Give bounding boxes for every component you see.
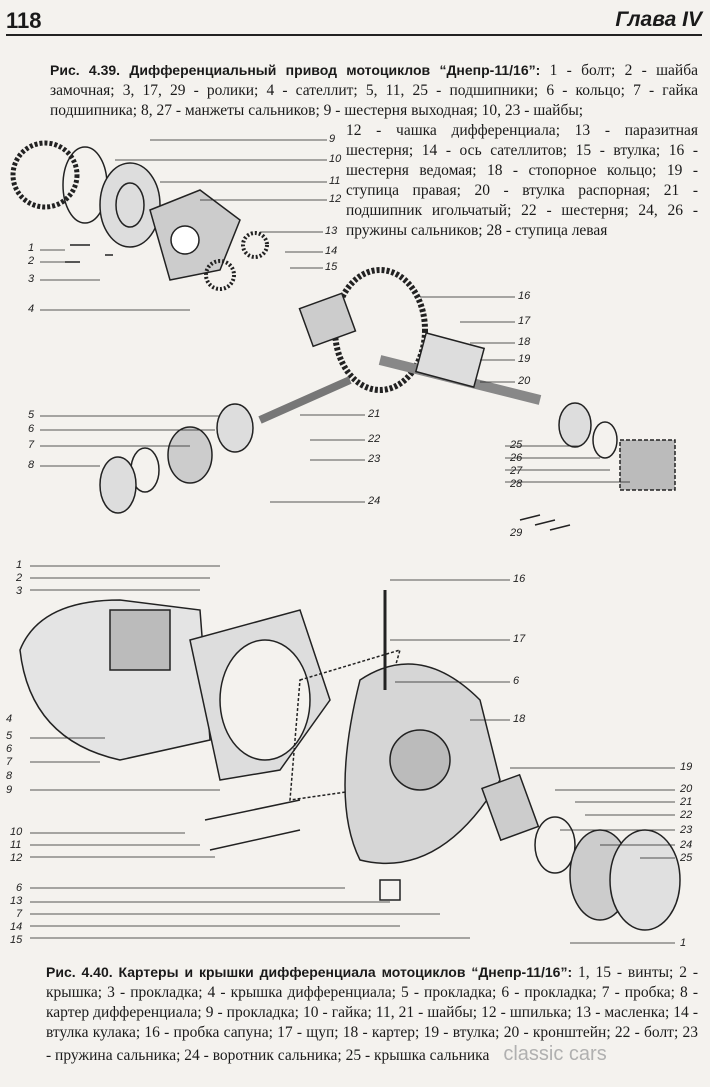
callout-15: 15 — [10, 934, 23, 946]
callout-10: 10 — [329, 153, 342, 165]
callout-16: 16 — [518, 290, 531, 302]
callout-10: 10 — [10, 826, 23, 838]
callout-6: 6 — [28, 423, 35, 435]
callout-27: 27 — [510, 465, 523, 477]
callout-6b: 6 — [16, 882, 23, 894]
callout-7: 7 — [6, 756, 13, 768]
callout-23: 23 — [680, 824, 693, 836]
callout-13: 13 — [325, 225, 338, 237]
callout-29: 29 — [510, 527, 523, 539]
callout-19: 19 — [518, 353, 531, 365]
figure-1-caption-text: 1 - болт; 2 - шайба замочная; 3, 17, 29 … — [50, 62, 698, 119]
callout-5: 5 — [6, 730, 13, 742]
callout-3: 3 — [16, 585, 23, 597]
callout-7b: 7 — [16, 908, 23, 920]
callout-1: 1 — [28, 242, 35, 254]
figure-1-caption: Рис. 4.39. Дифференциальный привод мотоц… — [50, 60, 698, 121]
callout-5: 5 — [28, 409, 35, 421]
callout-7: 7 — [28, 439, 35, 451]
figure-1-caption-block: Рис. 4.39. Дифференциальный привод мотоц… — [50, 60, 698, 241]
callout-22: 22 — [680, 809, 693, 821]
callout-24: 24 — [680, 839, 693, 851]
callout-16: 16 — [513, 573, 526, 585]
callout-18: 18 — [518, 336, 531, 348]
callout-6c: 6 — [513, 675, 520, 687]
callout-20: 20 — [518, 375, 531, 387]
callout-4: 4 — [28, 303, 35, 315]
callout-19: 19 — [680, 761, 693, 773]
page-header: 118 Глава IV — [6, 8, 702, 36]
page-number: 118 — [6, 8, 42, 33]
callout-25: 25 — [680, 852, 693, 864]
callout-13: 13 — [10, 895, 23, 907]
callout-4: 4 — [6, 713, 13, 725]
figure-1-caption-continued: 12 - чашка дифференциала; 13 - паразитна… — [346, 122, 698, 239]
callout-1: 1 — [16, 559, 23, 571]
callout-21: 21 — [368, 408, 381, 420]
callout-12: 12 — [10, 852, 23, 864]
callout-22: 22 — [368, 433, 381, 445]
callout-11: 11 — [329, 175, 341, 187]
callout-14: 14 — [10, 921, 23, 933]
callout-28: 28 — [510, 478, 523, 490]
figure-2-drawing — [19, 565, 681, 944]
callout-15: 15 — [325, 261, 338, 273]
callout-9: 9 — [6, 784, 13, 796]
callout-8: 8 — [6, 770, 13, 782]
callout-25: 25 — [510, 439, 523, 451]
figure-2-caption: Рис. 4.40. Картеры и крышки дифференциал… — [46, 962, 698, 1066]
watermark: classic cars — [503, 1043, 607, 1065]
callout-11: 11 — [10, 839, 22, 851]
callout-21: 21 — [680, 796, 693, 808]
callout-17: 17 — [513, 633, 526, 645]
callout-17: 17 — [518, 315, 531, 327]
callout-3: 3 — [28, 273, 35, 285]
figure-2-caption-text: 1, 15 - винты; 2 - крышка; 3 - прокладка… — [46, 964, 698, 1064]
callout-1b: 1 — [680, 937, 687, 949]
callout-23: 23 — [368, 453, 381, 465]
callout-9: 9 — [329, 133, 336, 145]
callout-18: 18 — [513, 713, 526, 725]
callout-14: 14 — [325, 245, 338, 257]
chapter-title: Глава IV — [615, 8, 702, 31]
callout-6: 6 — [6, 743, 13, 755]
callout-2: 2 — [16, 572, 23, 584]
callout-8: 8 — [28, 459, 35, 471]
callout-26: 26 — [510, 452, 523, 464]
figure-2-caption-title: Рис. 4.40. Картеры и крышки дифференциал… — [46, 964, 573, 980]
callout-2: 2 — [28, 255, 35, 267]
callout-20: 20 — [680, 783, 693, 795]
callout-12: 12 — [329, 193, 342, 205]
figure-1-caption-title: Рис. 4.39. Дифференциальный привод мотоц… — [50, 62, 541, 78]
figure-1-drawing — [10, 139, 676, 531]
callout-24: 24 — [368, 495, 381, 507]
